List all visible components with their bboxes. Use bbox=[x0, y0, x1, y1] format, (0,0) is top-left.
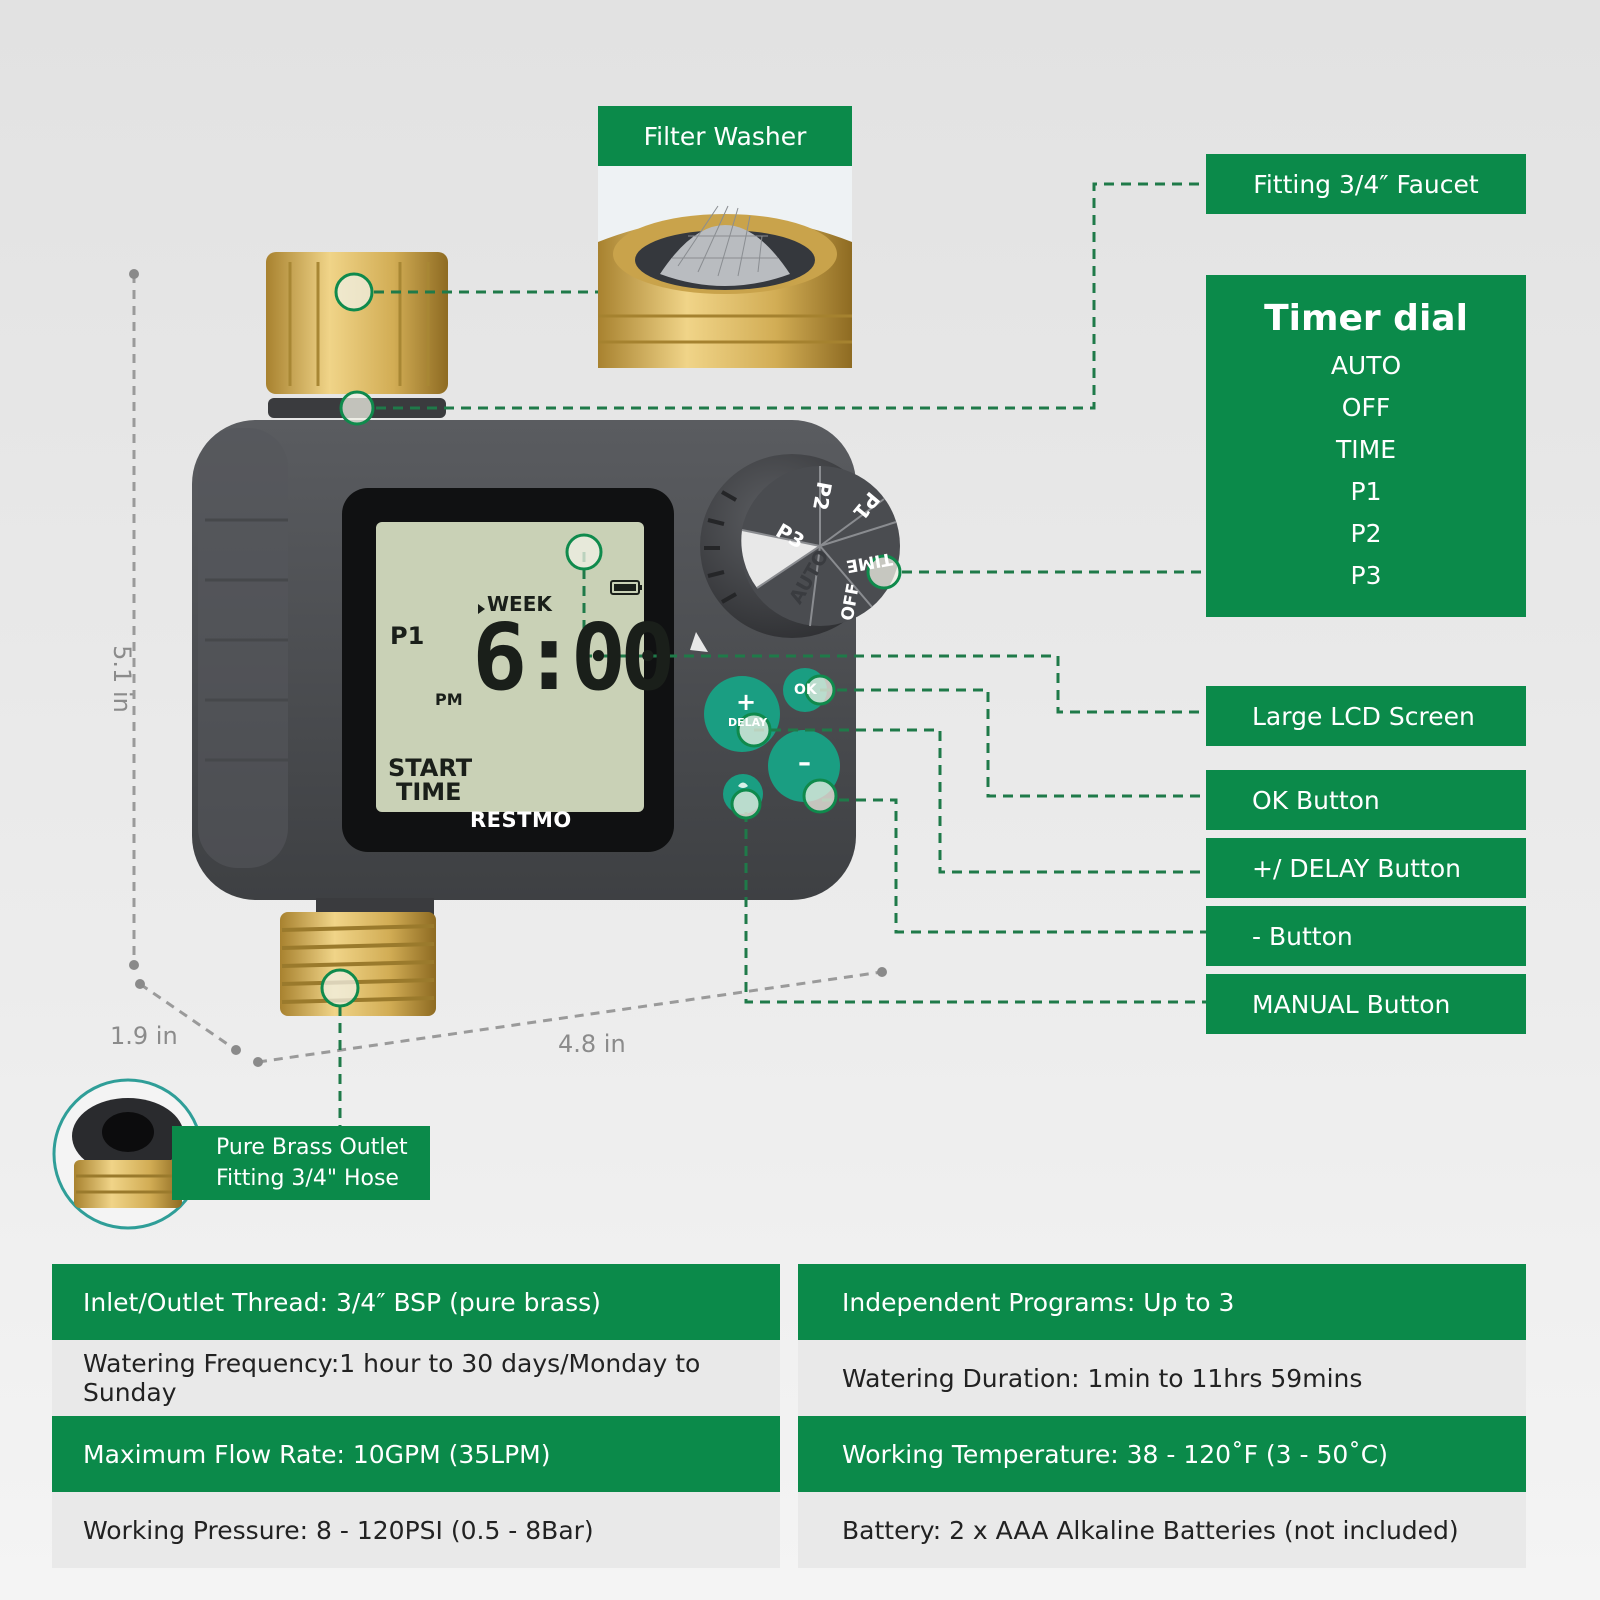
dial-mode-time: TIME bbox=[1335, 435, 1396, 464]
water-drop-icon bbox=[738, 782, 748, 788]
width-label: 4.8 in bbox=[558, 1030, 626, 1058]
filter-washer-card: Filter Washer bbox=[598, 106, 852, 368]
lcd-screen-label: Large LCD Screen bbox=[1206, 686, 1526, 746]
spec-duration: Watering Duration: 1min to 11hrs 59mins bbox=[798, 1340, 1526, 1416]
lcd-program: P1 bbox=[390, 622, 425, 650]
plus-label: + bbox=[736, 688, 757, 716]
faucet-fitting-label: Fitting 3/4″ Faucet bbox=[1206, 154, 1526, 214]
timer-dial-title: Timer dial bbox=[1264, 298, 1468, 339]
outlet-inset-photo bbox=[52, 1078, 204, 1230]
lcd-time: 6:00 bbox=[472, 604, 676, 711]
outlet-fitting-label: Pure Brass Outlet Fitting 3/4" Hose bbox=[172, 1126, 430, 1200]
timer-dial-knob[interactable] bbox=[700, 454, 900, 638]
lcd-mode-line1: START bbox=[388, 754, 473, 782]
timer-dial-panel: Timer dial AUTO OFF TIME P1 P2 P3 bbox=[1206, 275, 1526, 617]
spec-temperature: Working Temperature: 38 - 120˚F (3 - 50˚… bbox=[798, 1416, 1526, 1492]
depth-label: 1.9 in bbox=[110, 1022, 178, 1050]
dial-label-p2: P2 bbox=[807, 479, 837, 513]
spec-thread: Inlet/Outlet Thread: 3/4″ BSP (pure bras… bbox=[52, 1264, 780, 1340]
spec-pressure: Working Pressure: 8 - 120PSI (0.5 - 8Bar… bbox=[52, 1492, 780, 1568]
leader-lines bbox=[338, 182, 1206, 1126]
minus-button-label: - Button bbox=[1206, 906, 1526, 966]
dial-mode-auto: AUTO bbox=[1330, 351, 1402, 380]
spec-programs: Independent Programs: Up to 3 bbox=[798, 1264, 1526, 1340]
lcd-screen bbox=[376, 522, 644, 812]
lcd-week: WEEK bbox=[487, 592, 552, 616]
outlet-label-line1: Pure Brass Outlet bbox=[216, 1135, 408, 1160]
lcd-ampm: PM bbox=[435, 690, 463, 709]
dial-mode-p3: P3 bbox=[1350, 561, 1382, 590]
depth-dimension-line bbox=[139, 982, 237, 1052]
brand-logo: RESTMO bbox=[470, 808, 572, 832]
delay-button-label: +/ DELAY Button bbox=[1206, 838, 1526, 898]
ok-button-label: OK Button bbox=[1206, 770, 1526, 830]
lcd-mode-line2: TIME bbox=[396, 778, 462, 806]
pointer-triangle-icon bbox=[690, 632, 708, 652]
spec-flow-rate: Maximum Flow Rate: 10GPM (35LPM) bbox=[52, 1416, 780, 1492]
filter-washer-label: Filter Washer bbox=[598, 106, 852, 166]
battery-icon bbox=[610, 580, 642, 595]
delay-label: DELAY bbox=[728, 716, 768, 729]
dial-mode-p1: P1 bbox=[1350, 477, 1382, 506]
dial-mode-off: OFF bbox=[1341, 393, 1391, 422]
outlet-brass-fitting bbox=[280, 898, 436, 1016]
minus-label: – bbox=[798, 748, 811, 778]
filter-washer-photo bbox=[598, 166, 852, 368]
spec-frequency: Watering Frequency:1 hour to 30 days/Mon… bbox=[52, 1340, 780, 1416]
callout-markers bbox=[320, 272, 902, 1008]
spec-battery: Battery: 2 x AAA Alkaline Batteries (not… bbox=[798, 1492, 1526, 1568]
dial-mode-p2: P2 bbox=[1350, 519, 1382, 548]
ok-label: OK bbox=[794, 682, 817, 698]
week-arrow-icon bbox=[478, 604, 485, 614]
manual-button-label: MANUAL Button bbox=[1206, 974, 1526, 1034]
outlet-label-line2: Fitting 3/4" Hose bbox=[216, 1166, 399, 1191]
